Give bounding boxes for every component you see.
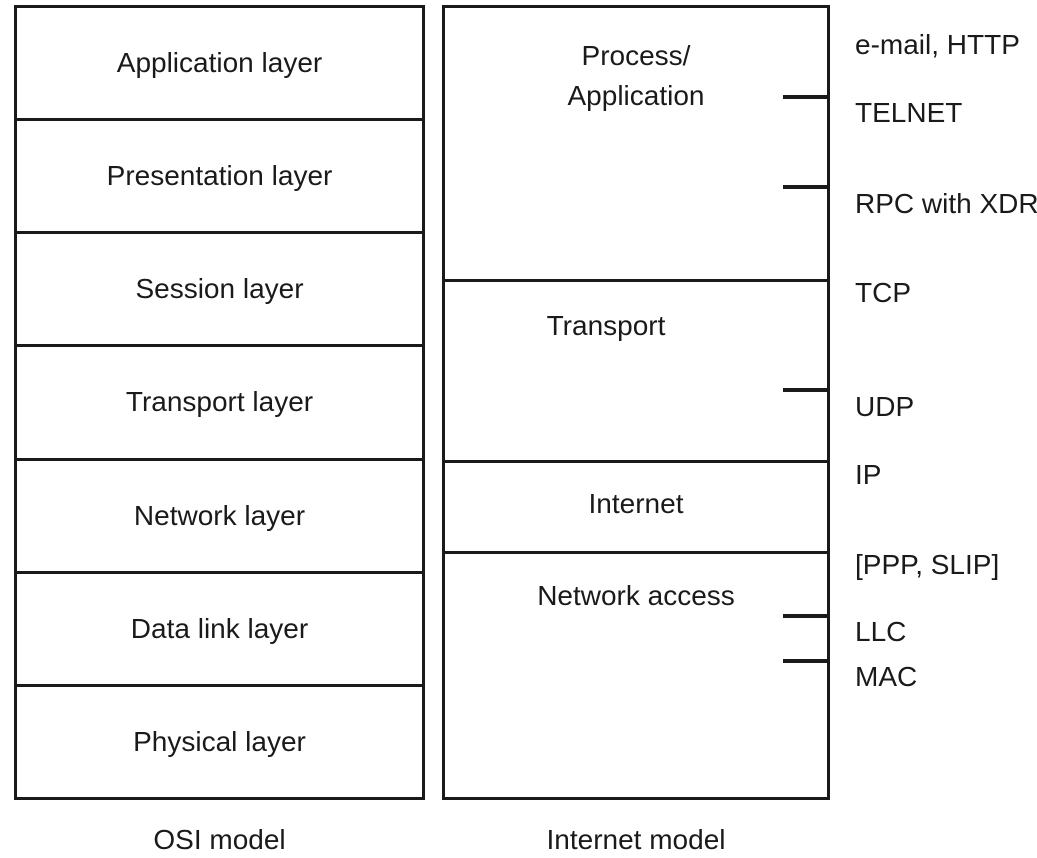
protocol-label-telnet: TELNET — [855, 97, 963, 128]
protocol-label-udp: UDP — [855, 391, 915, 422]
protocol-label-ip: IP — [855, 459, 882, 490]
osi-layer-label: Application layer — [116, 47, 323, 78]
internet-model-caption: Internet model — [546, 824, 726, 855]
protocol-separator-tick — [783, 388, 828, 392]
osi-layer-physical: Physical layer — [17, 687, 422, 797]
internet-layer-process-application: Process/ Application — [445, 8, 827, 282]
osi-layer-application: Application layer — [17, 8, 422, 122]
osi-layer-label: Presentation layer — [106, 160, 333, 192]
protocol-label-llc: LLC — [855, 616, 907, 647]
internet-layer-label: Process/ Application — [445, 36, 827, 116]
protocol-label-mac: MAC — [855, 661, 918, 692]
osi-model-caption: OSI model — [153, 824, 286, 855]
internet-layer-transport: Transport — [445, 279, 827, 463]
osi-layer-data-link: Data link layer — [17, 574, 422, 687]
protocol-label-tcp: TCP — [855, 277, 911, 308]
internet-layer-label-line1: Process/ — [581, 40, 691, 71]
osi-layer-network: Network layer — [17, 461, 422, 574]
protocol-separator-tick — [783, 95, 828, 99]
osi-model-stack: Application layer Presentation layer Ses… — [14, 5, 425, 800]
osi-layer-presentation: Presentation layer — [17, 121, 422, 235]
protocol-label-email-http: e-mail, HTTP — [855, 29, 1020, 60]
internet-layer-label: Internet — [588, 488, 684, 519]
osi-layer-label: Transport layer — [125, 386, 314, 418]
internet-layer-label: Network access — [537, 580, 735, 611]
osi-layer-session: Session layer — [17, 234, 422, 348]
osi-layer-transport: Transport layer — [17, 347, 422, 461]
internet-layer-label-line2: Application — [567, 80, 705, 111]
internet-layer-label: Transport — [546, 310, 666, 341]
internet-layer-internet: Internet — [445, 460, 827, 554]
osi-layer-label: Network layer — [133, 499, 306, 531]
osi-layer-label: Data link layer — [130, 612, 309, 644]
internet-layer-network-access: Network access — [445, 551, 827, 796]
internet-model-stack: Process/ Application Transport Internet … — [442, 5, 830, 800]
protocol-separator-tick — [783, 185, 828, 189]
osi-layer-label: Session layer — [135, 273, 304, 305]
protocol-separator-tick — [783, 614, 828, 618]
protocol-label-ppp-slip: [PPP, SLIP] — [855, 549, 1000, 580]
osi-layer-label: Physical layer — [133, 725, 306, 757]
protocol-separator-tick — [783, 659, 828, 663]
protocol-label-rpc-xdr: RPC with XDR — [855, 188, 1037, 219]
